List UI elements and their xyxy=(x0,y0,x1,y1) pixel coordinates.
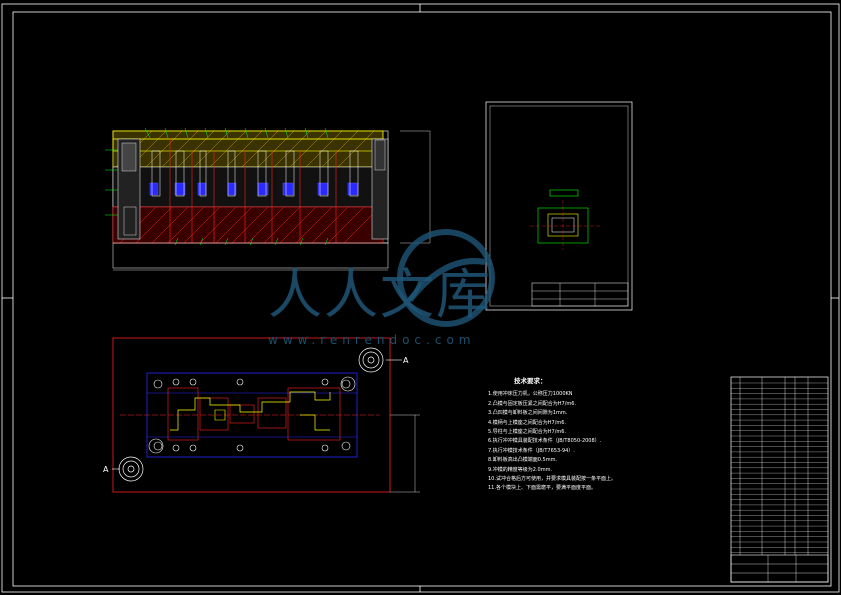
technical-notes: 技术要求： 1.使用冲床压力机，公称压力1000KN 2.凸模与固定板压紧之间配… xyxy=(488,377,718,494)
watermark-url: www.renrendoc.com xyxy=(268,333,476,347)
technical-note: 2.凸模与固定板压紧之间配合为H7/m6. xyxy=(488,400,577,407)
technical-note: 5.导柱与上模座之间配合为H7/m6. xyxy=(488,429,567,436)
technical-note: 10.试冲合格后方可使用，并要求模具装配按一条平面上。 xyxy=(488,476,616,483)
technical-note: 8.卸料板高出凸模端面0.5mm. xyxy=(488,457,558,464)
technical-notes-title: 技术要求： xyxy=(514,377,547,385)
lower-die-plan-view xyxy=(112,337,420,493)
section-mark-bottom-left: A xyxy=(103,465,109,474)
technical-note: 9.冲模的精度等级为2.0mm. xyxy=(488,466,553,473)
technical-note: 11.各个模块上、下面需磨平，要满平面度平面。 xyxy=(488,485,596,492)
technical-note: 4.模柄与上模座之间配合为H7/m6. xyxy=(488,419,567,426)
main-section-view xyxy=(105,127,431,271)
technical-note: 6.执行冲冲模具装配技术条件（JB/T8050-2008）. xyxy=(488,438,602,445)
watermark-text: 人人文库 xyxy=(268,263,492,326)
technical-note: 7.执行冲模技术条件（JB/T7653-94）. xyxy=(488,447,575,454)
parts-list-table xyxy=(730,376,829,583)
technical-note: 3.凸凹模与卸料板之间间隙为1mm. xyxy=(488,410,568,417)
inner-frame xyxy=(12,11,832,587)
technical-note: 1.使用冲床压力机，公称压力1000KN xyxy=(488,391,573,398)
part-drawing-sheet xyxy=(485,101,633,311)
watermark-logo xyxy=(397,229,495,327)
section-mark-top-right: A xyxy=(403,356,409,365)
